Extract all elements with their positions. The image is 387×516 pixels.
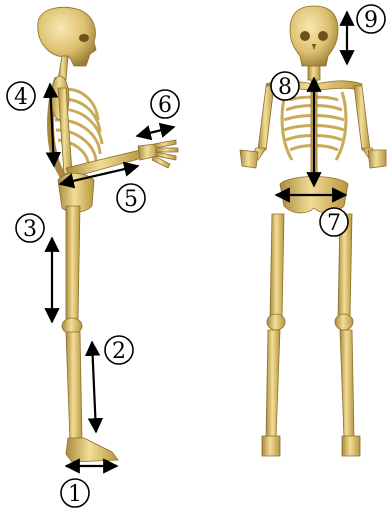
arrow-6: [137, 127, 174, 136]
front-right-tibia: [340, 330, 354, 438]
front-neck: [308, 66, 320, 80]
marker-9-label: 9: [364, 8, 378, 33]
front-left-tibia: [266, 330, 280, 438]
marker-7-label: 7: [327, 211, 341, 236]
front-left-foot: [262, 436, 280, 456]
marker-7: 7: [320, 208, 348, 236]
marker-2: 2: [105, 336, 133, 364]
front-left-femur: [270, 214, 284, 318]
front-right-foot: [342, 436, 360, 456]
front-skull: [290, 6, 338, 66]
marker-3-label: 3: [23, 217, 37, 242]
front-left-knee: [267, 314, 285, 330]
marker-4: 4: [7, 82, 35, 110]
marker-4-label: 4: [14, 85, 28, 110]
marker-1: 1: [61, 479, 89, 507]
side-view-skeleton: [38, 7, 178, 462]
side-hand: [138, 140, 178, 168]
marker-6-label: 6: [158, 93, 172, 118]
front-view-skeleton: [240, 6, 386, 456]
marker-5-label: 5: [124, 187, 138, 212]
marker-8-label: 8: [278, 75, 292, 100]
marker-6: 6: [151, 90, 179, 118]
front-right-knee: [335, 314, 353, 330]
front-right-humerus: [354, 86, 370, 150]
marker-2-label: 2: [112, 339, 126, 364]
marker-8: 8: [271, 72, 299, 100]
marker-5: 5: [117, 184, 145, 212]
marker-1-label: 1: [68, 482, 82, 507]
side-femur: [66, 206, 80, 322]
front-left-humerus: [258, 86, 274, 150]
arrow-2: [92, 342, 96, 432]
front-right-hand: [368, 150, 386, 168]
side-foot: [66, 438, 118, 462]
front-left-hand: [240, 150, 258, 168]
marker-9: 9: [357, 5, 385, 33]
measurement-arrows: [50, 12, 347, 466]
side-tibia: [66, 332, 82, 442]
marker-3: 3: [16, 214, 44, 242]
